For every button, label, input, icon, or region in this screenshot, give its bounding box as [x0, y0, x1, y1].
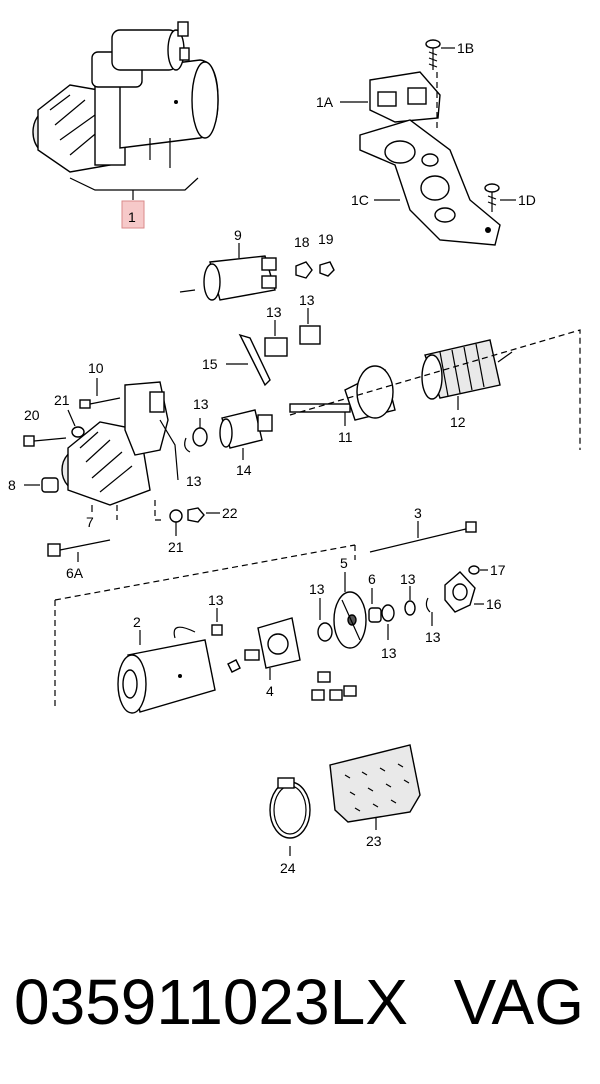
part-label-23: 23 — [366, 833, 382, 849]
part-label-21-b: 21 — [168, 539, 184, 555]
part-label-21-a: 21 — [54, 392, 70, 408]
part-label-4: 4 — [266, 683, 274, 699]
bolt-20 — [23, 435, 67, 447]
exploded-parts-diagram: 1 1B 1A 1C 1D 9 18 19 — [8, 21, 581, 876]
solenoid-9 — [179, 255, 277, 301]
part-label-1A: 1A — [316, 94, 334, 110]
mounting-bracket — [359, 71, 501, 246]
part-label-1: 1 — [128, 209, 136, 225]
part-label-8: 8 — [8, 477, 16, 493]
part-label-13-i: 13 — [425, 629, 441, 645]
part-label-5: 5 — [340, 555, 348, 571]
part-label-11: 11 — [338, 429, 353, 445]
part-label-24: 24 — [280, 860, 296, 876]
brush-plate-4 — [227, 617, 301, 673]
bolt-10 — [79, 397, 121, 409]
part-label-13-c: 13 — [193, 396, 209, 412]
part-label-14: 14 — [236, 462, 252, 478]
part-label-9: 9 — [234, 227, 242, 243]
part-label-19: 19 — [318, 231, 334, 247]
field-frame-2 — [117, 626, 216, 714]
end-plate-5 — [333, 591, 367, 649]
part-label-6: 6 — [368, 571, 376, 587]
screw-1B — [425, 39, 441, 70]
pinion-14 — [219, 409, 273, 449]
part-label-13-d: 13 — [186, 473, 202, 489]
drive-end-housing-7 — [61, 381, 179, 506]
brush-set — [311, 671, 357, 701]
footer: 035911023LX VAG — [0, 940, 600, 1060]
part-label-13-g: 13 — [381, 645, 397, 661]
armature-12 — [421, 339, 513, 400]
part-label-1D: 1D — [518, 192, 536, 208]
brand-name: VAG — [453, 966, 584, 1038]
drive-shaft-11 — [289, 365, 396, 421]
starter-motor-assembly — [32, 21, 219, 173]
bolt-6A — [47, 539, 111, 557]
fork-15 — [238, 333, 271, 387]
part-label-13-h: 13 — [400, 571, 416, 587]
part-label-17: 17 — [490, 562, 506, 578]
part-number: 035911023LX — [14, 966, 408, 1038]
part-label-10: 10 — [88, 360, 104, 376]
part-label-13-e: 13 — [208, 592, 224, 608]
through-bolt-3 — [369, 521, 477, 553]
part-label-1C: 1C — [351, 192, 369, 208]
part-label-18: 18 — [294, 234, 310, 250]
part-label-13-b: 13 — [299, 292, 315, 308]
part-label-7: 7 — [86, 514, 94, 530]
part-label-12: 12 — [450, 414, 466, 430]
heat-shield-23 — [329, 744, 421, 823]
end-cap-16 — [444, 571, 476, 613]
part-label-15: 15 — [202, 356, 218, 372]
screw-1D — [484, 183, 500, 212]
part-label-22: 22 — [222, 505, 238, 521]
part-label-16: 16 — [486, 596, 502, 612]
part-label-6A: 6A — [66, 565, 84, 581]
part-label-3: 3 — [414, 505, 422, 521]
part-label-20: 20 — [24, 407, 40, 423]
hose-clamp-24 — [269, 777, 311, 839]
part-label-1B: 1B — [457, 40, 474, 56]
part-label-2: 2 — [133, 614, 141, 630]
part-label-13-a: 13 — [266, 304, 282, 320]
part-label-13-f: 13 — [309, 581, 325, 597]
highlight-box — [121, 200, 145, 229]
